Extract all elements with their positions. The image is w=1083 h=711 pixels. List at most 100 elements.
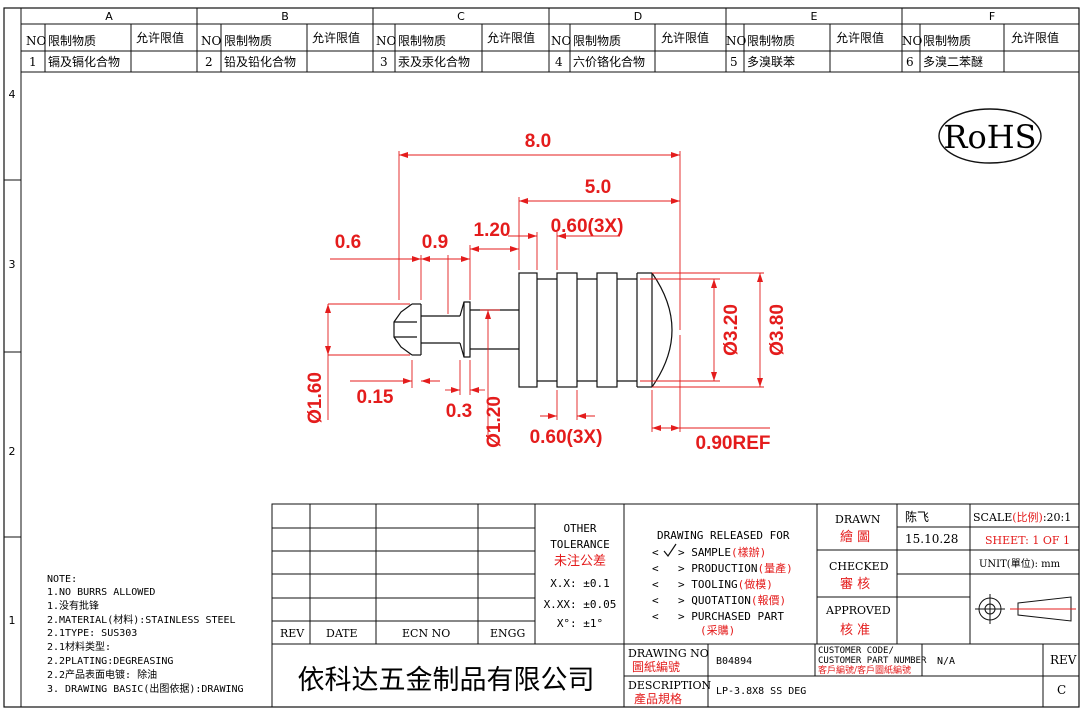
drawn-by: 陈飞	[905, 509, 929, 524]
projection-symbol	[975, 594, 1076, 624]
approved-label-cn: 核 准	[840, 623, 870, 638]
rev-value: C	[1057, 683, 1066, 697]
dim-tip-length: 0.6	[335, 232, 361, 253]
col-no: NO	[726, 34, 747, 48]
zone-col-label: C	[457, 10, 465, 23]
col-limit: 允许限值	[661, 30, 709, 45]
part-outline	[393, 272, 673, 388]
col-no: NO	[376, 34, 397, 48]
drawn-date: 15.10.28	[905, 532, 958, 546]
zone-row-label: 2	[9, 445, 16, 458]
col-substance: 限制物质	[573, 34, 621, 48]
release-block: DRAWING RELEASED FOR < > SAMPLE(樣辦) < > …	[652, 529, 793, 637]
col-substance: 限制物质	[48, 34, 96, 48]
description-label-cn: 產品規格	[634, 691, 682, 706]
opt-production[interactable]: > PRODUCTION(量產)	[678, 561, 793, 575]
zone-col-label: F	[989, 10, 995, 23]
rohs-text: RoHS	[943, 118, 1036, 156]
top-zone-dividers	[196, 8, 903, 24]
item-no: 5	[730, 55, 738, 69]
opt-quotation[interactable]: > QUOTATION(報價)	[678, 593, 786, 607]
col-no: NO	[201, 34, 222, 48]
zone-col-label: B	[281, 10, 289, 23]
description-label: DESCRIPTION	[628, 679, 712, 692]
note-line: 3. DRAWING BASIC(出图依据):DRAWING	[47, 682, 244, 695]
opt-marker: <	[652, 594, 659, 607]
customer-value: N/A	[937, 656, 955, 667]
dim-step: 1.20	[474, 220, 511, 241]
checked-label-cn: 審 核	[840, 577, 870, 592]
zone-col-label: D	[634, 10, 642, 23]
restricted-table	[21, 24, 1079, 73]
zone-row-label: 3	[9, 258, 16, 271]
drawn-label: DRAWN	[835, 513, 881, 526]
col-limit: 允许限值	[487, 30, 535, 45]
drawing-no-label-cn: 圖紙編號	[632, 659, 680, 674]
notes-title: NOTE:	[47, 574, 77, 585]
tol-one-decimal: X.X: ±0.1	[550, 577, 610, 590]
col-no: NO	[551, 34, 572, 48]
col-substance: 限制物质	[923, 34, 971, 48]
drawing-no-value: B04894	[716, 656, 752, 667]
opt-purchased[interactable]: > PURCHASED PART	[678, 610, 784, 623]
approved-label: APPROVED	[825, 604, 891, 617]
opt-tooling[interactable]: > TOOLING(做模)	[678, 577, 773, 591]
col-limit: 允许限值	[136, 30, 184, 45]
dim-neck-length: 0.9	[422, 232, 448, 253]
sheet-field: SHEET: 1 OF 1	[985, 534, 1070, 547]
note-line: 2.2PLATING:DEGREASING	[47, 656, 173, 667]
zone-col-label: A	[105, 10, 113, 23]
dimension-labels: 8.0 5.0 0.60(3X) 1.20 0.6 0.9 0.15 0.3 0…	[305, 131, 788, 454]
rev-label: REV	[1050, 653, 1077, 667]
check-mark-icon	[663, 543, 677, 558]
customer-part-label: CUSTOMER PART NUMBER	[818, 656, 927, 666]
col-substance: 限制物质	[747, 34, 795, 48]
dim-body-diameter: Ø3.80	[767, 304, 788, 356]
opt-purchased-cn: (采購)	[700, 623, 735, 637]
item-no: 1	[29, 55, 37, 69]
item-name: 六价铬化合物	[573, 54, 645, 69]
tol-two-decimal: X.XX: ±0.05	[544, 598, 617, 611]
unspecified-tolerance: 未注公差	[554, 554, 606, 569]
customer-code-label: CUSTOMER CODE/	[818, 646, 894, 656]
note-line: 1.没有批锋	[47, 599, 99, 612]
dimension-lines	[327, 151, 770, 440]
description-value: LP-3.8X8 SS DEG	[716, 686, 806, 697]
dim-ref: 0.90REF	[696, 433, 771, 454]
tol-angle: X°: ±1°	[557, 617, 603, 630]
restricted-table-rows: 1 镉及镉化合物 2 铅及铅化合物 3 汞及汞化合物 4 六价铬化合物 5 多溴…	[29, 54, 983, 69]
date-header: DATE	[326, 627, 358, 640]
item-name: 镉及镉化合物	[48, 54, 120, 69]
note-line: 1.NO BURRS ALLOWED	[47, 587, 155, 598]
restricted-table-headers: NO 限制物质 允许限值 NO 限制物质 允许限值 NO 限制物质 允许限值 N…	[26, 30, 1059, 48]
item-no: 4	[555, 55, 563, 69]
item-name: 铅及铅化合物	[224, 54, 296, 69]
drawing-info: DRAWING NO 圖紙編號 B04894 CUSTOMER CODE/ CU…	[628, 646, 1077, 706]
dim-collar: 0.3	[446, 401, 472, 422]
dim-body-length: 5.0	[585, 177, 611, 198]
zone-row-label: 4	[9, 88, 16, 101]
item-name: 汞及汞化合物	[398, 54, 470, 69]
note-line: 2.1TYPE: SUS303	[47, 628, 137, 639]
col-substance: 限制物质	[398, 34, 446, 48]
unit-field: UNIT(單位): mm	[979, 557, 1061, 570]
ecn-header: ECN NO	[402, 627, 450, 640]
dim-groove-diameter: Ø3.20	[721, 304, 742, 356]
dim-overall-length: 8.0	[525, 131, 551, 152]
opt-marker: <	[652, 578, 659, 591]
opt-sample[interactable]: > SAMPLE(樣辦)	[678, 545, 766, 559]
col-limit: 允许限值	[836, 30, 884, 45]
revision-header: REV DATE ECN NO ENGG	[280, 627, 525, 640]
zone-row-label: 1	[9, 614, 16, 627]
scale-field: SCALE(比例):20:1	[973, 510, 1071, 524]
rohs-logo	[938, 108, 1042, 164]
item-no: 2	[205, 55, 213, 69]
other-label: OTHER	[563, 522, 596, 535]
note-line: 2.2产品表面电镀: 除油	[47, 668, 157, 681]
col-limit: 允许限值	[312, 30, 360, 45]
released-for-label: DRAWING RELEASED FOR	[657, 529, 790, 542]
engg-header: ENGG	[490, 627, 525, 640]
col-limit: 允许限值	[1011, 30, 1059, 45]
opt-marker: <	[652, 610, 659, 623]
